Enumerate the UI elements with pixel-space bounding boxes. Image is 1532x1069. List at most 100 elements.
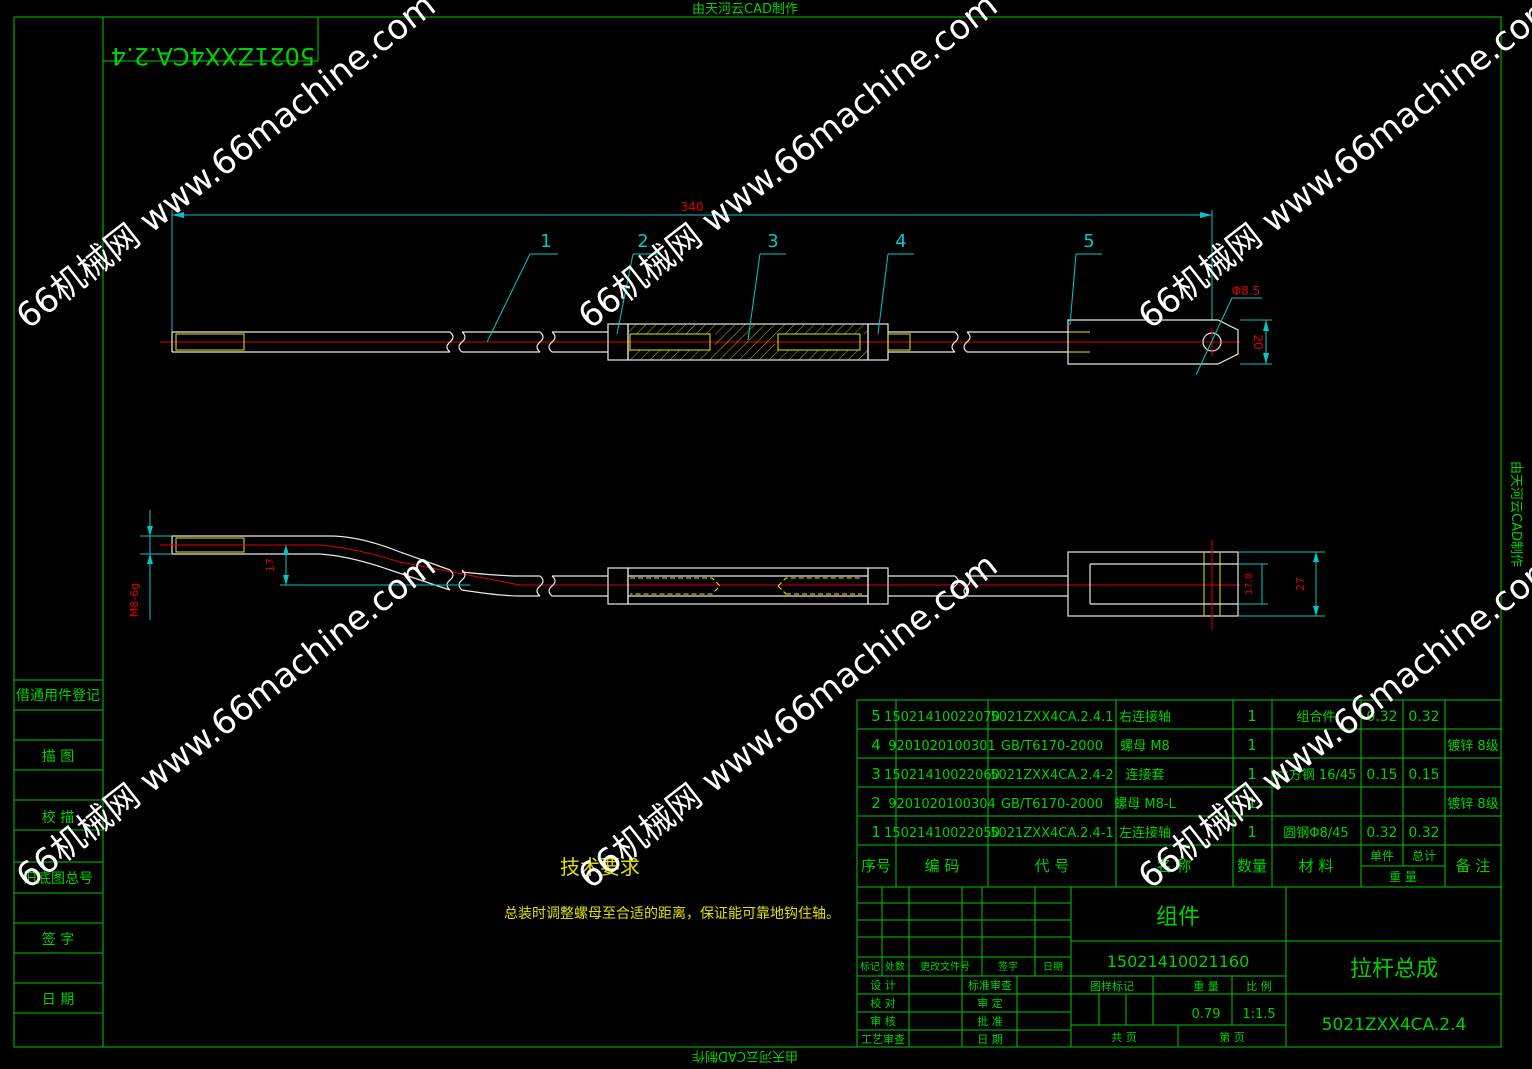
svg-text:5021ZXX4CA.2.4-2: 5021ZXX4CA.2.4-2 bbox=[990, 768, 1114, 783]
tech-req-text: 总装时调整螺母至合适的距离，保证能可靠地钩住轴。 bbox=[504, 905, 840, 922]
break-mark bbox=[536, 331, 556, 353]
svg-text:0.32: 0.32 bbox=[1408, 709, 1439, 725]
svg-text:批 准: 批 准 bbox=[977, 1014, 1003, 1028]
svg-text:审 定: 审 定 bbox=[977, 996, 1003, 1010]
svg-text:5: 5 bbox=[1083, 231, 1094, 252]
svg-text:比 例: 比 例 bbox=[1246, 979, 1272, 993]
bom-row: 5 15021410022070 5021ZXX4CA.2.4.1 右连接轴 1… bbox=[871, 707, 1439, 725]
part-code: 15021410021160 bbox=[1107, 952, 1250, 971]
bom-header: 单件 bbox=[1370, 849, 1394, 863]
svg-text:3: 3 bbox=[767, 231, 778, 252]
bom-header: 名 称 bbox=[1157, 857, 1192, 875]
svg-text:5021ZXX4CA.2.4-1: 5021ZXX4CA.2.4-1 bbox=[990, 826, 1114, 841]
svg-text:审 核: 审 核 bbox=[870, 1014, 896, 1028]
balloon-4: 4 bbox=[877, 231, 914, 335]
drawing-number: 5021ZXX4CA.2.4 bbox=[1322, 1015, 1467, 1035]
svg-text:更改文件号: 更改文件号 bbox=[920, 960, 970, 973]
svg-text:标准审查: 标准审查 bbox=[968, 978, 1012, 992]
title-block: 标记 处数 更改文件号 签字 日期 设 计 校 对 审 核 工艺审查 标准审查 … bbox=[856, 886, 1502, 1048]
svg-text:1: 1 bbox=[1247, 707, 1257, 725]
bom-row: 2 9201020100304 GB/T6170-2000 螺母 M8-L 1 … bbox=[871, 794, 1498, 812]
break-mark bbox=[446, 331, 466, 353]
svg-text:0.32: 0.32 bbox=[1366, 709, 1397, 725]
svg-text:1: 1 bbox=[871, 823, 881, 841]
right-banner: 由天河云CAD制作 bbox=[1508, 461, 1523, 567]
fork-end bbox=[1067, 551, 1239, 617]
svg-text:镀锌 8级: 镀锌 8级 bbox=[1447, 796, 1498, 812]
front-view: 340 Φ8.5 bbox=[160, 200, 1272, 376]
svg-text:9201020100301: 9201020100301 bbox=[888, 739, 996, 754]
svg-text:六方钢 16/45: 六方钢 16/45 bbox=[1276, 767, 1357, 783]
left-side-panel: 借通用件登记 描 图 校 描 旧底图总号 签 字 日 期 bbox=[14, 679, 103, 1014]
svg-text:1: 1 bbox=[540, 231, 551, 252]
watermark: 66机械网 www.66machine.com bbox=[9, 545, 443, 897]
clevis-height-label: 20 bbox=[1251, 334, 1265, 349]
svg-text:5: 5 bbox=[871, 707, 881, 725]
slot-width-label: 17.8 bbox=[1244, 573, 1255, 595]
svg-text:2: 2 bbox=[637, 231, 648, 252]
svg-text:1: 1 bbox=[1247, 794, 1257, 812]
svg-text:1: 1 bbox=[1247, 736, 1257, 754]
svg-text:处数: 处数 bbox=[885, 960, 905, 973]
bom-header: 数量 bbox=[1237, 857, 1267, 875]
svg-text:工艺审查: 工艺审查 bbox=[861, 1032, 905, 1046]
svg-text:0.32: 0.32 bbox=[1366, 825, 1397, 841]
svg-text:3: 3 bbox=[871, 765, 881, 783]
watermark: 66机械网 www.66machine.com bbox=[571, 0, 1005, 337]
clevis-end bbox=[1067, 319, 1239, 365]
svg-text:4: 4 bbox=[871, 736, 881, 754]
tech-req-title: 技术要求 bbox=[560, 855, 640, 879]
bom-row: 1 15021410022050 5021ZXX4CA.2.4-1 左连接轴 1… bbox=[871, 823, 1439, 841]
svg-text:校 对: 校 对 bbox=[870, 996, 896, 1010]
svg-text:GB/T6170-2000: GB/T6170-2000 bbox=[1001, 739, 1103, 754]
svg-text:5021ZXX4CA.2.4.1: 5021ZXX4CA.2.4.1 bbox=[990, 710, 1113, 725]
top-banner: 由天河云CAD制作 bbox=[692, 2, 798, 17]
svg-text:签字: 签字 bbox=[998, 960, 1018, 973]
corner-code-box bbox=[102, 16, 319, 62]
watermarks: 66机械网 www.66machine.com 66机械网 www.66mach… bbox=[9, 0, 1532, 897]
watermark: 66机械网 www.66machine.com bbox=[1131, 545, 1532, 897]
svg-text:图样标记: 图样标记 bbox=[1090, 979, 1134, 993]
svg-text:设 计: 设 计 bbox=[870, 979, 896, 992]
svg-text:15021410022060: 15021410022060 bbox=[884, 768, 1000, 783]
balloon-2: 2 bbox=[616, 231, 660, 335]
break-mark bbox=[536, 575, 556, 597]
svg-text:镀锌 8级: 镀锌 8级 bbox=[1447, 738, 1498, 754]
svg-text:重 量: 重 量 bbox=[1193, 979, 1219, 993]
bom-header: 编 码 bbox=[925, 857, 960, 875]
drawing-title: 拉杆总成 bbox=[1350, 957, 1438, 982]
left-rod bbox=[171, 331, 450, 353]
hole-dia-label: Φ8.5 bbox=[1232, 284, 1261, 298]
svg-text:2: 2 bbox=[871, 794, 881, 812]
technical-requirements: 技术要求 总装时调整螺母至合适的距离，保证能可靠地钩住轴。 bbox=[504, 855, 840, 922]
svg-text:日 期: 日 期 bbox=[977, 1033, 1003, 1046]
svg-text:15021410022050: 15021410022050 bbox=[884, 826, 1000, 841]
break-mark bbox=[951, 331, 971, 353]
bottom-banner: 由天河云CAD制作 bbox=[692, 1048, 798, 1063]
svg-text:15021410022070: 15021410022070 bbox=[884, 710, 1000, 725]
balloon-1: 1 bbox=[486, 231, 558, 343]
bom-header: 备 注 bbox=[1456, 857, 1491, 875]
overall-length-label: 340 bbox=[681, 200, 704, 214]
top-view: M8-6g 17 27 17.8 bbox=[128, 510, 1325, 630]
svg-text:连接套: 连接套 bbox=[1125, 767, 1164, 783]
balloon-3: 3 bbox=[747, 231, 786, 341]
break-mark bbox=[446, 569, 466, 591]
svg-text:组合件: 组合件 bbox=[1296, 710, 1335, 725]
drawing-frame: 由天河云CAD制作 由天河云CAD制作 由天河云CAD制作 5021ZXX4CA… bbox=[13, 2, 1523, 1063]
corner-code: 5021ZXX4CA.2.4 bbox=[111, 42, 315, 70]
svg-text:右连接轴: 右连接轴 bbox=[1119, 709, 1171, 725]
bom-header: 材 料 bbox=[1299, 857, 1334, 875]
bom-row: 4 9201020100301 GB/T6170-2000 螺母 M8 1 镀锌… bbox=[871, 736, 1498, 754]
bent-rod bbox=[172, 535, 451, 591]
svg-text:左连接轴: 左连接轴 bbox=[1119, 825, 1171, 841]
weight-value: 0.79 bbox=[1192, 1007, 1221, 1022]
svg-text:0.15: 0.15 bbox=[1366, 767, 1397, 783]
svg-text:0.15: 0.15 bbox=[1408, 767, 1439, 783]
left-panel-label: 校 描 bbox=[42, 809, 74, 826]
break-mark bbox=[951, 575, 971, 597]
svg-text:圆钢Φ8/45: 圆钢Φ8/45 bbox=[1283, 826, 1348, 841]
left-panel-label: 签 字 bbox=[42, 931, 74, 948]
svg-text:1: 1 bbox=[1247, 823, 1257, 841]
